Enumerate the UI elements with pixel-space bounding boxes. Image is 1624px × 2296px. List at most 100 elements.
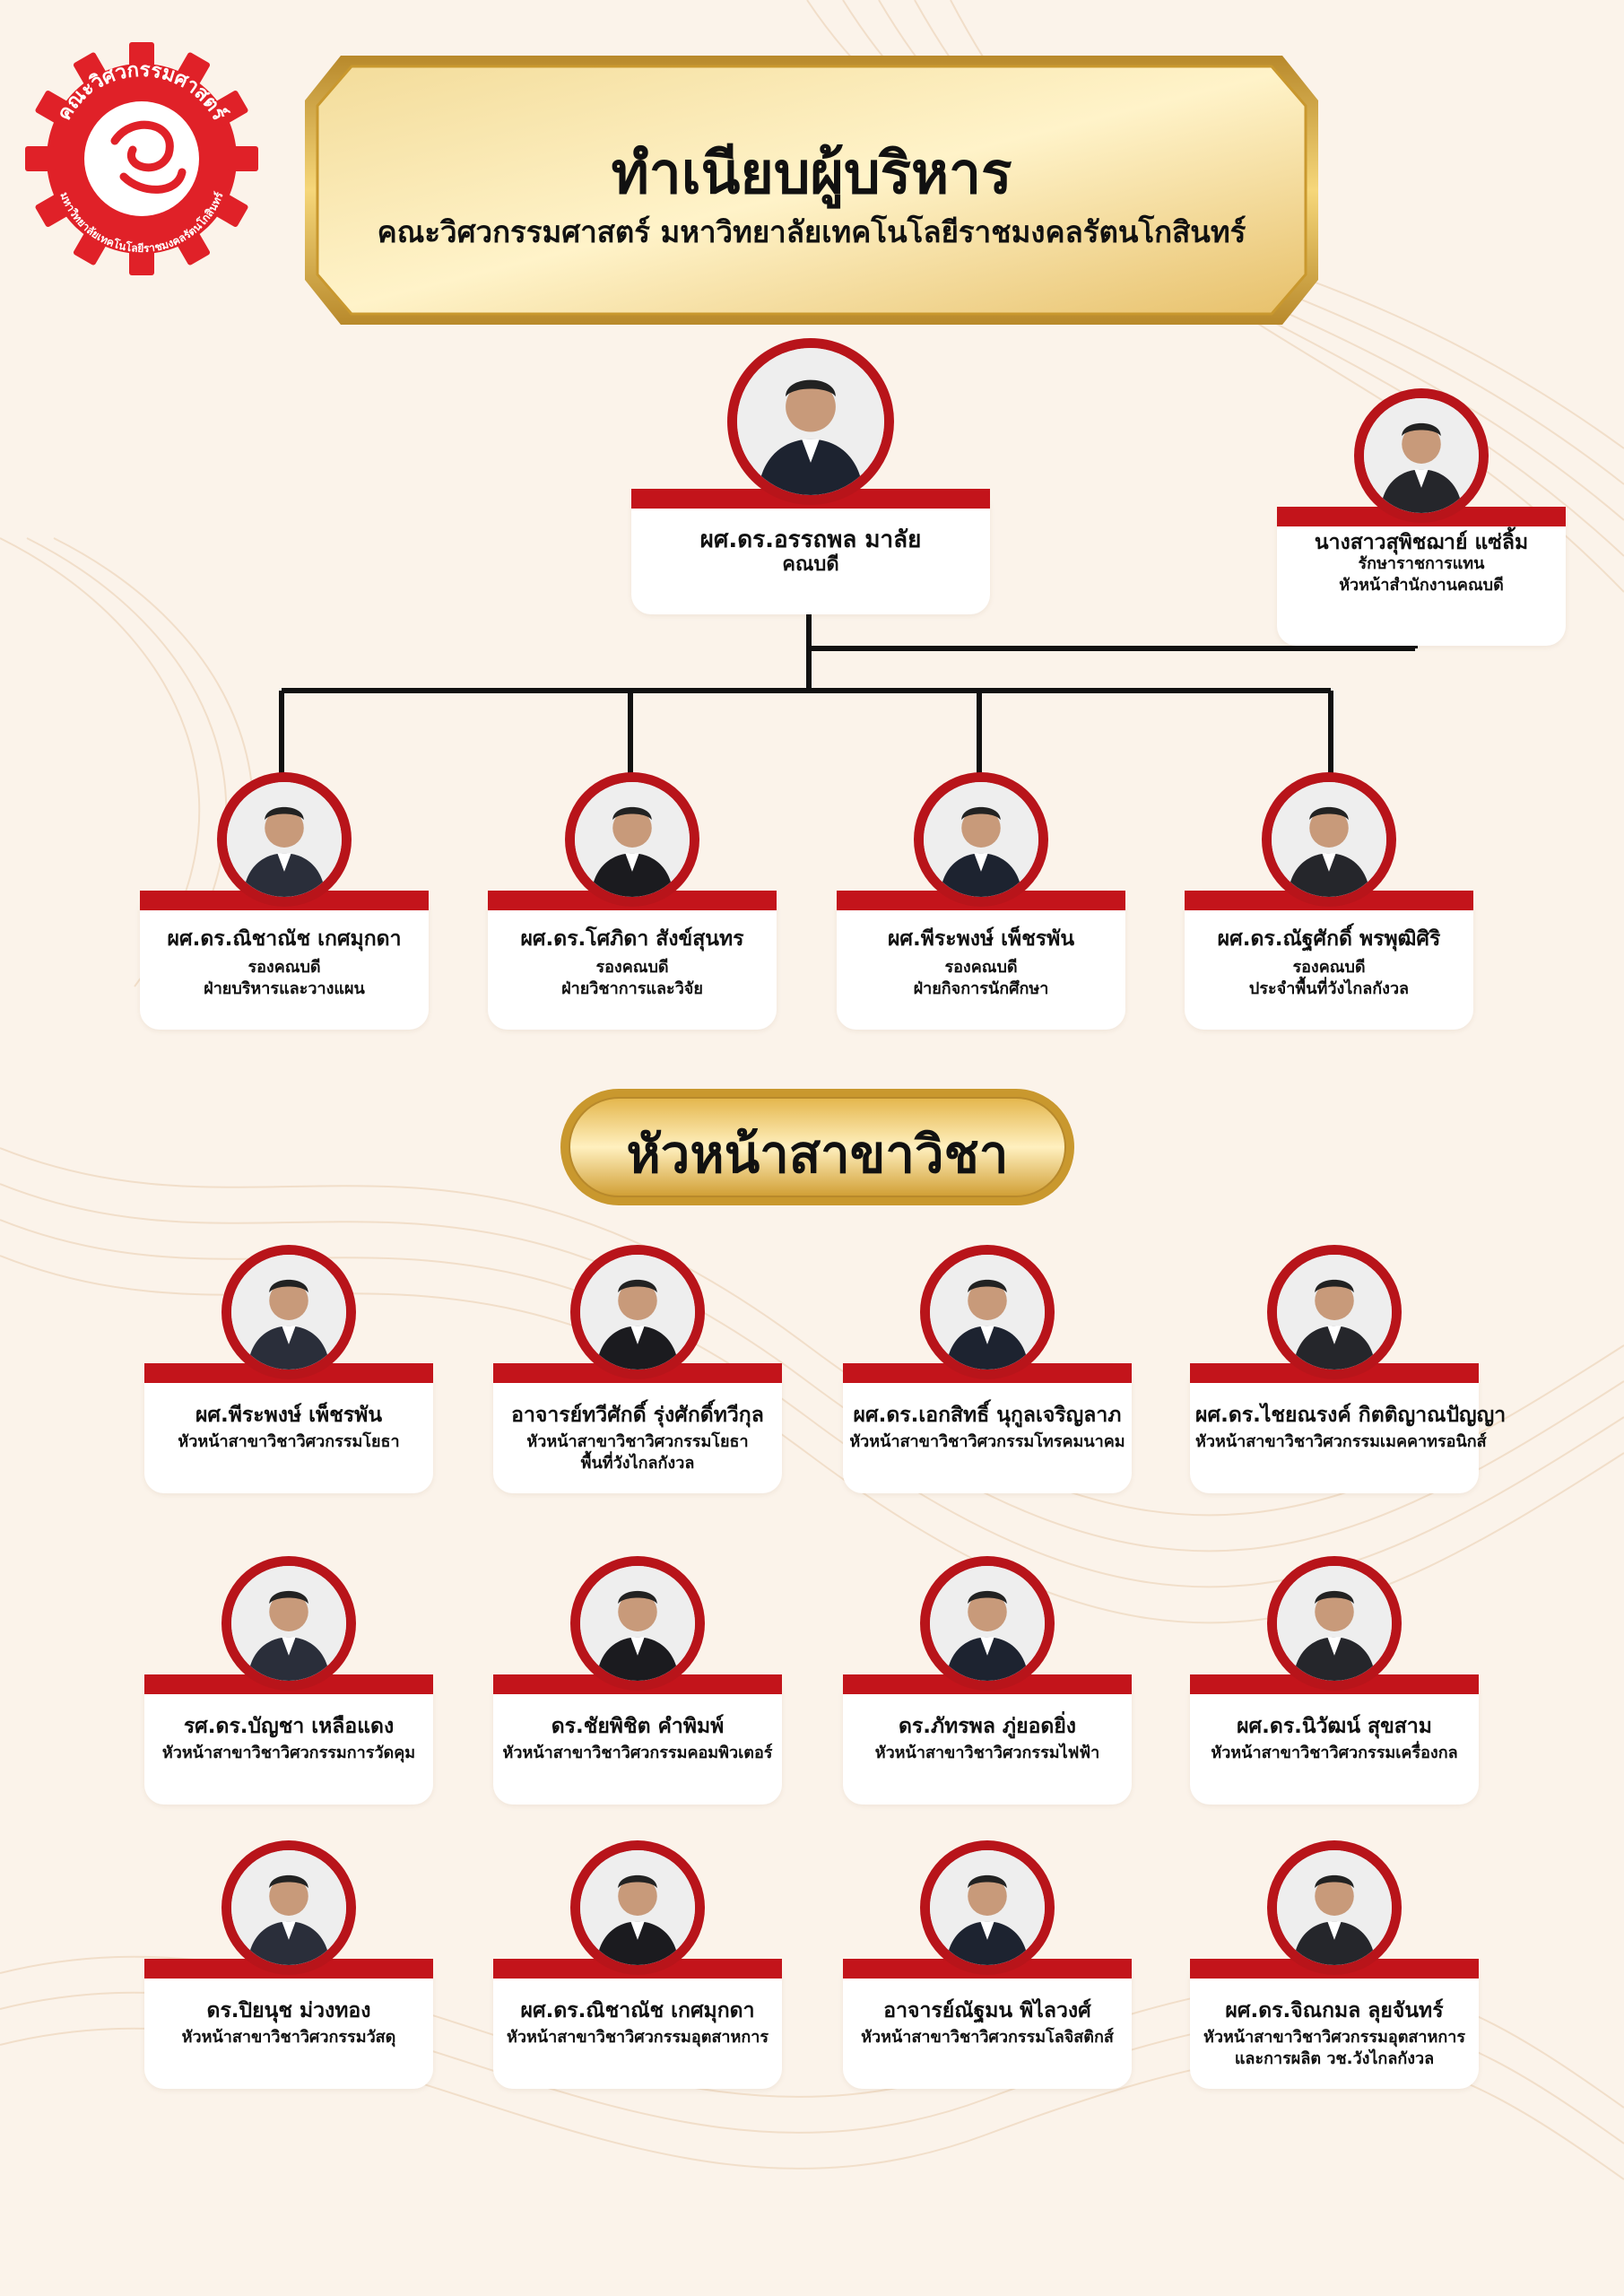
person-avatar-icon <box>737 348 884 495</box>
portrait-photo <box>570 1840 705 1975</box>
person-position-1: หัวหน้าสาขาวิชาวิศวกรรมโยธา <box>178 1432 400 1451</box>
person-position-1: หัวหน้าสาขาวิชาวิศวกรรมโลจิสติกส์ <box>861 2028 1114 2047</box>
portrait-photo <box>1354 388 1489 523</box>
portrait-photo <box>570 1245 705 1379</box>
section-title: หัวหน้าสาขาวิชา <box>626 1124 1009 1185</box>
dept-head-card-11: อาจารย์ณัฐมน พิไลวงศ์หัวหน้าสาขาวิชาวิศว… <box>843 1840 1132 2089</box>
dept-head-card-4: ผศ.ดร.ไชยณรงค์ กิตติญาณปัญญาหัวหน้าสาขาว… <box>1190 1245 1507 1493</box>
person-avatar-icon <box>1277 1566 1392 1681</box>
portrait-photo <box>920 1556 1055 1691</box>
person-name: ดร.ชัยพิชิต คำพิมพ์ <box>551 1715 725 1738</box>
portrait-photo <box>920 1245 1055 1379</box>
person-name: ผศ.ดร.ณิชาณัช เกศมุกดา <box>520 1999 755 2022</box>
person-position-1: หัวหน้าสาขาวิชาวิศวกรรมโทรคมนาคม <box>849 1432 1125 1451</box>
card-panel <box>1190 1959 1479 2089</box>
person-position-1: หัวหน้าสาขาวิชาวิศวกรรมไฟฟ้า <box>874 1744 1100 1762</box>
person-position-1: หัวหน้าสาขาวิชาวิศวกรรมการวัดคุม <box>161 1744 416 1762</box>
portrait-photo <box>221 1245 356 1379</box>
portrait-photo <box>920 1840 1055 1975</box>
dept-head-card-10: ผศ.ดร.ณิชาณัช เกศมุกดาหัวหน้าสาขาวิชาวิศ… <box>493 1840 782 2089</box>
person-name: นางสาวสุพิชฌาย์ แซ่ลิ้ม <box>1314 531 1529 554</box>
person-position-1: หัวหน้าสาขาวิชาวิศวกรรมเมคคาทรอนิกส์ <box>1195 1432 1487 1451</box>
portrait-photo <box>570 1556 705 1691</box>
person-name: ผศ.พีระพงษ์ เพ็ชรพัน <box>195 1404 383 1427</box>
person-avatar-icon <box>930 1566 1045 1681</box>
person-avatar-icon <box>1277 1255 1392 1370</box>
person-name: ผศ.ดร.นิวัฒน์ สุขสาม <box>1237 1715 1432 1738</box>
portrait-photo <box>1267 1245 1402 1379</box>
deputy-card-3: ผศ.พีระพงษ์ เพ็ชรพันรองคณบดีฝ่ายกิจการนั… <box>837 772 1125 1030</box>
card-panel <box>1190 1674 1479 1805</box>
person-position-2: พื้นที่วังไกลกังวล <box>580 1454 695 1473</box>
person-name: ผศ.ดร.เอกสิทธิ์ นุกูลเจริญลาภ <box>853 1404 1122 1427</box>
dept-head-card-5: รศ.ดร.บัญชา เหลือแดงหัวหน้าสาขาวิชาวิศวก… <box>144 1556 433 1805</box>
card-panel <box>843 1674 1132 1805</box>
dean-card: ผศ.ดร.อรรถพล มาลัยคณบดี <box>631 338 990 614</box>
person-name: ผศ.ดร.โศภิดา สังข์สุนทร <box>520 927 744 951</box>
dept-head-card-8: ผศ.ดร.นิวัฒน์ สุขสามหัวหน้าสาขาวิชาวิศวก… <box>1190 1556 1479 1805</box>
person-avatar-icon <box>1277 1850 1392 1965</box>
person-name: ผศ.ดร.ณัฐศักดิ์ พรพุฒิศิริ <box>1217 927 1441 951</box>
person-position-2: ฝ่ายกิจการนักศึกษา <box>913 979 1049 998</box>
person-position-2: ประจำพื้นที่วังไกลกังวล <box>1248 979 1410 998</box>
person-avatar-icon <box>924 782 1038 897</box>
person-avatar-icon <box>1364 398 1479 513</box>
person-name: ผศ.ดร.ณิชาณัช เกศมุกดา <box>167 927 402 951</box>
person-name: ผศ.ดร.อรรถพล มาลัย <box>699 526 922 553</box>
portrait-photo <box>1267 1556 1402 1691</box>
person-name: อาจารย์ทวีศักดิ์ รุ่งศักดิ์ทวีกุล <box>511 1404 764 1427</box>
page-subtitle: คณะวิศวกรรมศาสตร์ มหาวิทยาลัยเทคโนโลยีรา… <box>377 214 1246 249</box>
person-avatar-icon <box>575 782 690 897</box>
dept-head-card-7: ดร.ภัทรพล ภู่ยอดยิ่งหัวหน้าสาขาวิชาวิศวก… <box>843 1556 1132 1805</box>
card-panel <box>144 1363 433 1493</box>
card-panel <box>843 1959 1132 2089</box>
person-position-1: หัวหน้าสาขาวิชาวิศวกรรมเครื่องกล <box>1211 1744 1458 1762</box>
person-avatar-icon <box>930 1255 1045 1370</box>
person-name: ผศ.ดร.จิณกมล ลุยจันทร์ <box>1225 1999 1444 2022</box>
deputy-card-1: ผศ.ดร.ณิชาณัช เกศมุกดารองคณบดีฝ่ายบริหาร… <box>140 772 429 1030</box>
dept-head-card-12: ผศ.ดร.จิณกมล ลุยจันทร์หัวหน้าสาขาวิชาวิศ… <box>1190 1840 1479 2089</box>
person-position-1: หัวหน้าสาขาวิชาวิศวกรรมอุตสาหการ <box>1203 2028 1466 2047</box>
person-position-1: หัวหน้าสาขาวิชาวิศวกรรมวัสดุ <box>181 2028 396 2047</box>
card-panel <box>140 891 429 1030</box>
portrait-photo <box>221 1840 356 1975</box>
deputy-card-4: ผศ.ดร.ณัฐศักดิ์ พรพุฒิศิริรองคณบดีประจำพ… <box>1185 772 1473 1030</box>
card-panel <box>631 489 990 614</box>
person-avatar-icon <box>227 782 342 897</box>
person-name: ผศ.ดร.ไชยณรงค์ กิตติญาณปัญญา <box>1195 1404 1507 1427</box>
person-position-1: หัวหน้าสาขาวิชาวิศวกรรมอุตสาหการ <box>506 2028 769 2047</box>
person-name: รศ.ดร.บัญชา เหลือแดง <box>183 1715 395 1738</box>
person-position-2: ฝ่ายวิชาการและวิจัย <box>561 979 703 998</box>
portrait-photo <box>221 1556 356 1691</box>
portrait-photo <box>1267 1840 1402 1975</box>
card-panel <box>493 1959 782 2089</box>
person-avatar-icon <box>1272 782 1386 897</box>
portrait-photo <box>565 772 699 907</box>
person-avatar-icon <box>231 1255 346 1370</box>
person-avatar-icon <box>231 1850 346 1965</box>
person-position-1: รักษาราชการแทน <box>1358 554 1485 573</box>
card-panel <box>1190 1363 1479 1493</box>
deputy-card-2: ผศ.ดร.โศภิดา สังข์สุนทรรองคณบดีฝ่ายวิชาก… <box>488 772 777 1030</box>
card-panel <box>493 1363 782 1493</box>
card-panel <box>837 891 1125 1030</box>
dept-head-card-9: ดร.ปิยนุช ม่วงทองหัวหน้าสาขาวิชาวิศวกรรม… <box>144 1840 433 2089</box>
person-name: อาจารย์ณัฐมน พิไลวงศ์ <box>883 1999 1091 2022</box>
card-panel <box>144 1959 433 2089</box>
page-title: ทำเนียบผู้บริหาร <box>611 141 1012 207</box>
person-name: ผศ.พีระพงษ์ เพ็ชรพัน <box>887 927 1075 951</box>
person-position-2: ฝ่ายบริหารและวางแผน <box>204 979 365 998</box>
portrait-photo <box>1262 772 1396 907</box>
card-panel <box>488 891 777 1030</box>
person-avatar-icon <box>231 1566 346 1681</box>
person-name: ดร.ภัทรพล ภู่ยอดยิ่ง <box>898 1715 1077 1738</box>
card-panel <box>843 1363 1132 1493</box>
person-position-1: หัวหน้าสาขาวิชาวิศวกรรมคอมพิวเตอร์ <box>502 1744 773 1762</box>
person-position-1: หัวหน้าสาขาวิชาวิศวกรรมโยธา <box>526 1432 749 1451</box>
person-name: ดร.ปิยนุช ม่วงทอง <box>206 1999 371 2022</box>
section-heading-banner: หัวหน้าสาขาวิชา <box>559 1087 1076 1207</box>
portrait-photo <box>914 772 1048 907</box>
person-position-1: คณบดี <box>782 553 839 576</box>
person-position-2: และการผลิต วช.วังไกลกังวล <box>1234 2049 1435 2068</box>
person-position-1: รองคณบดี <box>595 958 669 977</box>
